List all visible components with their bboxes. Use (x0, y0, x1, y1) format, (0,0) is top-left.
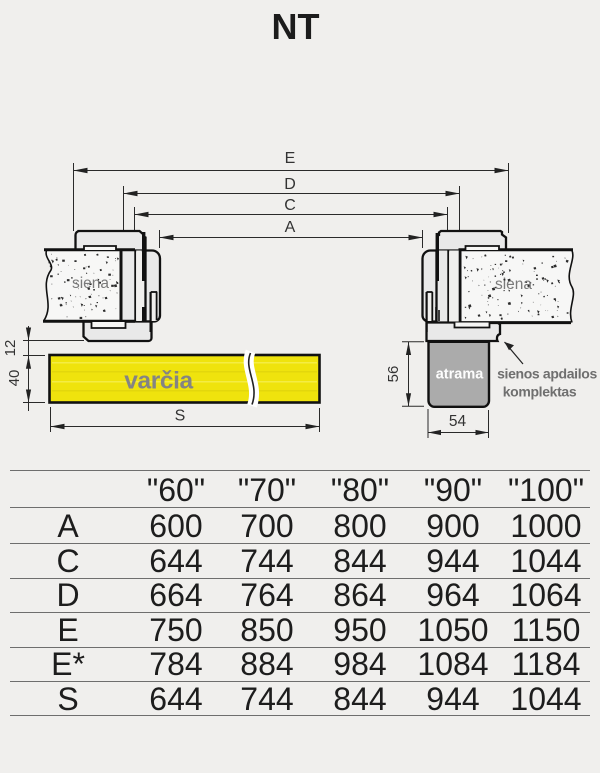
svg-text:54: 54 (449, 413, 467, 430)
svg-text:atrama: atrama (436, 367, 484, 383)
svg-text:40: 40 (6, 370, 23, 387)
svg-text:12: 12 (2, 340, 19, 357)
svg-text:varčia: varčia (124, 368, 193, 395)
svg-text:56: 56 (385, 366, 402, 383)
svg-text:D: D (284, 176, 296, 193)
svg-text:C: C (284, 197, 296, 214)
svg-text:siena: siena (495, 276, 532, 293)
svg-text:sienos apdailos: sienos apdailos (497, 366, 597, 382)
svg-text:komplektas: komplektas (503, 384, 577, 400)
svg-text:E: E (285, 150, 296, 167)
svg-text:siena: siena (72, 275, 109, 292)
svg-text:A: A (285, 219, 296, 236)
svg-text:S: S (175, 408, 186, 425)
